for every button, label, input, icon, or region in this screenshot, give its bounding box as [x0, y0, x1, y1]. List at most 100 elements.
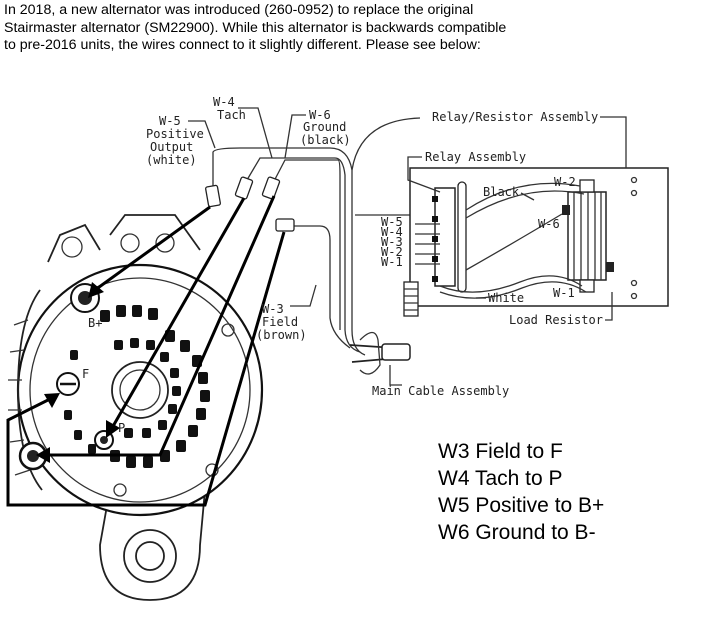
board-hole	[630, 279, 638, 287]
main-cable-plug	[381, 343, 411, 361]
cable-sleeve	[403, 281, 419, 317]
board-wire-white-a	[439, 275, 583, 293]
label-w5-sub-1: Positive	[146, 127, 204, 141]
mount-hole-outer	[123, 529, 177, 583]
terminal-b-minus-stud	[27, 450, 39, 462]
terminal-b-plus-stud	[78, 291, 92, 305]
board-wire-black-b	[465, 190, 585, 219]
board-hole	[630, 189, 638, 197]
main-cable-leader	[389, 365, 402, 386]
label-w4-leader	[238, 107, 273, 159]
ear-hole-2	[120, 233, 140, 253]
wire-stack-labels: W-5 W-4 W-3 W-2 W-1	[381, 215, 403, 269]
board-wire-w6	[465, 213, 563, 271]
label-white: White	[488, 291, 524, 305]
relay-body	[457, 181, 467, 293]
arrow-w4-to-p	[110, 197, 246, 429]
resistor-terminal-top	[579, 179, 595, 193]
wire-w4-route	[243, 157, 361, 353]
board-hole	[630, 292, 638, 300]
vent-slots	[64, 305, 210, 468]
label-w3: W-3	[262, 302, 284, 316]
wire-w6-route	[271, 159, 341, 330]
alternator-hub	[111, 361, 169, 419]
label-main-cable-assembly: Main Cable Assembly	[372, 384, 509, 398]
ear-hole-1	[61, 236, 83, 258]
stack-label: W-1	[381, 255, 403, 269]
relay-resistor-leader	[600, 116, 627, 168]
ear-hole-3	[155, 233, 175, 253]
wiring-legend: W3 Field to F W4 Tach to P W5 Positive t…	[438, 438, 604, 546]
terminal-p-label: P	[118, 421, 125, 435]
label-w3-sub-1: Field	[262, 315, 298, 329]
label-w4-sub: Tach	[217, 108, 246, 122]
load-resistor-fins	[573, 192, 602, 280]
label-w3-sub-2: (brown)	[256, 328, 307, 342]
connector-w4	[234, 176, 254, 200]
label-black-leader	[520, 192, 535, 201]
board-hole	[630, 176, 638, 184]
intro-line-3: to pre-2016 units, the wires connect to …	[4, 37, 481, 53]
alternator-mount-ear	[99, 489, 206, 601]
label-relay-resistor-assembly: Relay/Resistor Assembly	[432, 110, 598, 124]
label-w5: W-5	[159, 114, 181, 128]
relay-input-wires	[415, 223, 440, 265]
label-w5-sub-3: (white)	[146, 153, 197, 167]
alternator-hub-inner	[119, 369, 161, 411]
arrow-w3-head	[44, 393, 60, 408]
label-w1: W-1	[553, 286, 575, 300]
label-w5-leader	[188, 120, 216, 149]
stack-label: W-5	[381, 215, 403, 229]
arrow-w6-head	[36, 447, 50, 463]
label-w6: W-6	[309, 108, 331, 122]
alternator-body	[16, 263, 264, 517]
intro-line-1: In 2018, a new alternator was introduced…	[4, 2, 474, 18]
label-black: Black	[483, 185, 520, 199]
stack-label: W-4	[381, 225, 403, 239]
arrow-w5-head	[88, 282, 104, 298]
legend-line-2: W4 Tach to P	[438, 467, 563, 490]
bolt-1	[221, 323, 235, 337]
diagram-labels: W-4 Tach W-5 Positive Output (white) W-6…	[146, 95, 627, 398]
label-w6-sub-2: (black)	[300, 133, 351, 147]
relay-terminals	[432, 196, 438, 282]
label-relay-assembly: Relay Assembly	[425, 150, 526, 164]
arrow-w6-to-bminus	[48, 195, 276, 457]
arrow-w3-to-f	[6, 231, 286, 507]
connector-w6	[261, 176, 281, 200]
alternator: B+ F P	[8, 214, 264, 601]
arrow-w5-to-bplus	[94, 205, 211, 292]
load-resistor-leader	[605, 292, 613, 321]
label-w2: W-2	[554, 175, 576, 189]
terminal-b-plus-label: B+	[88, 316, 102, 330]
label-w6-board: W-6	[538, 217, 560, 231]
label-w5-sub-2: Output	[150, 140, 193, 154]
alternator-fins	[8, 319, 31, 476]
resistor-bracket-bottom	[606, 262, 614, 272]
mount-hole-inner	[135, 541, 165, 571]
label-w6-leader	[284, 114, 306, 159]
stack-label: W-3	[381, 235, 403, 249]
label-w3-leader	[290, 284, 317, 307]
connection-arrows	[6, 195, 286, 507]
resistor-terminal-bottom	[579, 279, 595, 293]
relay-resistor-board	[403, 167, 669, 317]
label-w4: W-4	[213, 95, 235, 109]
legend-line-3: W5 Positive to B+	[438, 494, 605, 517]
intro-line-2: Stairmaster alternator (SM22900). While …	[4, 19, 507, 36]
board-wire-white-b	[439, 281, 587, 299]
label-w6-sub-1: Ground	[303, 120, 346, 134]
top-ear-right	[109, 214, 201, 251]
relay-assembly-leader	[407, 156, 441, 193]
intro-text: In 2018, a new alternator was introduced…	[4, 2, 564, 55]
resistor-bracket-top	[562, 205, 570, 215]
harness-bend	[351, 117, 421, 171]
legend-line-1: W3 Field to F	[438, 440, 563, 463]
legend-line-4: W6 Ground to B-	[438, 521, 596, 544]
wire-w3-route	[288, 225, 351, 349]
connector-w3	[275, 218, 295, 232]
alternator-rim	[29, 277, 251, 503]
bolt-3	[113, 483, 127, 497]
label-load-resistor: Load Resistor	[509, 313, 603, 327]
